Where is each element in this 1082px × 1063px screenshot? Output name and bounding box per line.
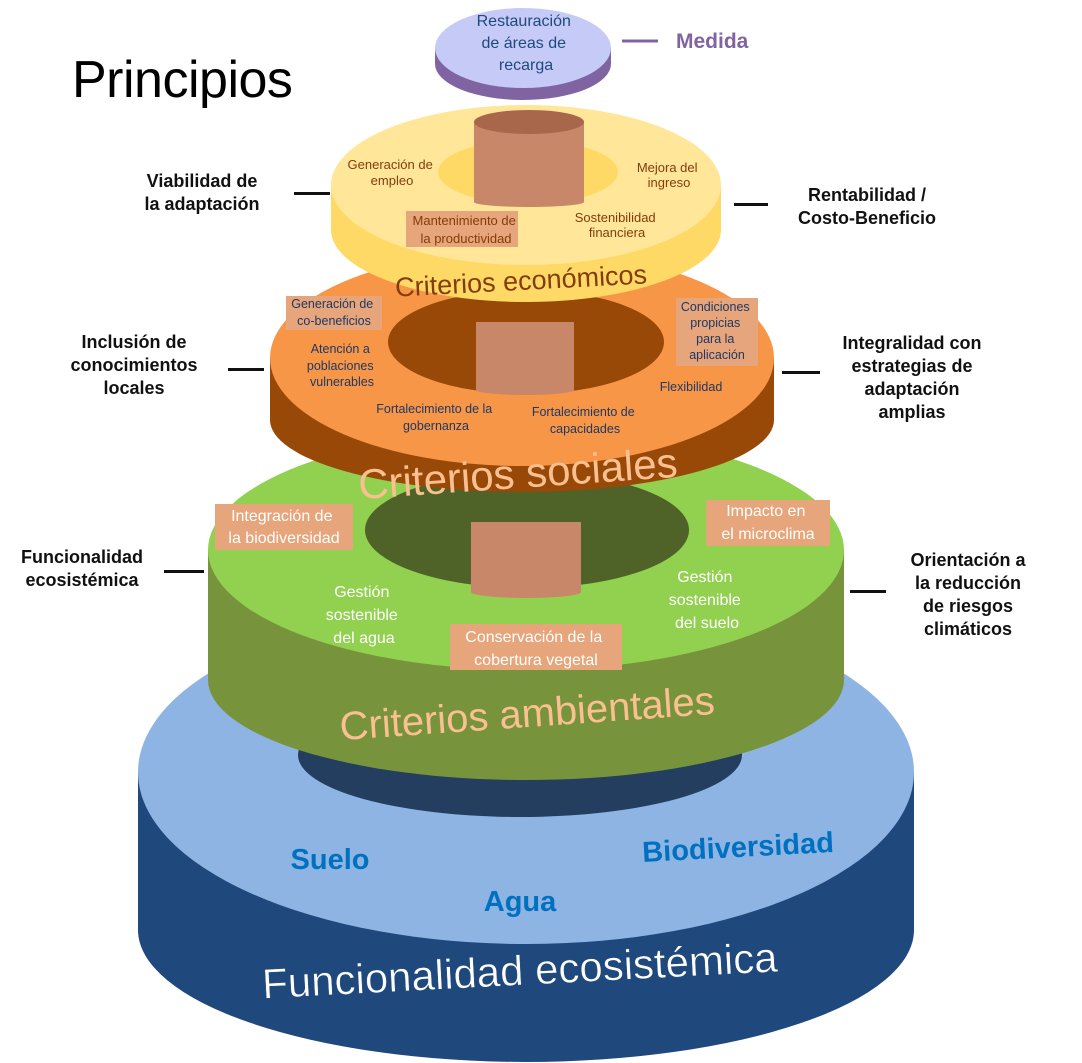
principle-integralidad-line: estrategias de (851, 356, 973, 376)
principle-orientacion-line: la reducción (914, 573, 1022, 593)
env-item-agua: Gestión sostenible del agua (326, 584, 403, 647)
viabilidad-connector (294, 192, 330, 195)
funcionalidad-connector (164, 570, 204, 573)
soc-item-cobeneficios: Generación de co-beneficios (291, 297, 377, 328)
top-disk (435, 8, 611, 100)
medida-label: Medida (676, 30, 749, 53)
env-item-cobertura: Conservación de la cobertura vegetal (465, 629, 606, 669)
social-tier (270, 250, 774, 492)
soc-item-condiciones: Condiciones propicias para la aplicación (681, 300, 753, 362)
principle-integralidad: Integralidad con estrategias de adaptaci… (822, 332, 1002, 424)
inclusion-connector (228, 368, 264, 371)
principle-viabilidad-line: la adaptación (144, 194, 260, 214)
soc-item-capacidades: Fortalecimiento de capacidades (532, 405, 638, 436)
rentabilidad-connector (734, 203, 768, 206)
orientacion-connector (850, 590, 886, 593)
environmental-column-base (471, 586, 581, 598)
economic-column-top (474, 110, 584, 134)
highlight-cobeneficios (286, 296, 382, 330)
page-title: Principios (72, 51, 293, 109)
top-disk-label: Restauración de áreas de recarga (477, 13, 576, 74)
highlight-productividad (406, 211, 518, 247)
item-highlights (215, 211, 830, 670)
social-column-base (476, 385, 574, 395)
economic-column (474, 122, 584, 202)
soc-item-gobernanza: Fortalecimiento de la gobernanza (376, 402, 496, 433)
highlight-condiciones (676, 298, 758, 366)
base-item-agua: Agua (484, 886, 557, 918)
principle-viabilidad: Viabilidad de la adaptación (122, 170, 282, 216)
principle-inclusion-line: conocimientos (70, 355, 198, 375)
social-column (476, 322, 574, 390)
principle-integralidad-line: amplias (878, 402, 946, 422)
highlight-microclima (706, 500, 830, 546)
eco-item-empleo: Generación de empleo (348, 157, 437, 188)
environmental-column (471, 522, 581, 592)
env-item-suelo: Gestión sostenible del suelo (669, 569, 746, 632)
economic-column-base (474, 197, 584, 207)
eco-item-financiera: Sostenibilidad financiera (575, 210, 660, 240)
principle-integralidad-line: adaptación (864, 379, 960, 399)
principle-funcionalidad-line: Funcionalidad (20, 547, 143, 567)
principle-orientacion-line: climáticos (923, 619, 1013, 639)
principle-rentabilidad: Rentabilidad / Costo-Beneficio (776, 184, 958, 230)
integralidad-connector (782, 371, 820, 374)
top-disk-top (435, 8, 611, 88)
eco-item-productividad: Mantenimiento de la productividad (413, 213, 520, 246)
env-item-microclima: Impacto en el microclima (721, 503, 814, 543)
eco-item-ingreso: Mejora del ingreso (637, 160, 701, 190)
base-item-suelo: Suelo (291, 844, 370, 876)
principle-rentabilidad-line: Rentabilidad / (807, 185, 926, 205)
principle-integralidad-line: Integralidad con (842, 333, 982, 353)
principle-orientacion-line: de riesgos (922, 596, 1014, 616)
highlight-cobertura (450, 624, 622, 670)
principle-inclusion-line: Inclusión de (81, 332, 187, 352)
principle-viabilidad-line: Viabilidad de (146, 171, 258, 191)
principle-inclusion: Inclusión de conocimientos locales (54, 331, 214, 400)
soc-item-flexibilidad: Flexibilidad (660, 380, 723, 394)
env-item-biodiversidad: Integración de la biodiversidad (228, 508, 339, 547)
principle-orientacion: Orientación a la reducción de riesgos cl… (888, 549, 1048, 641)
soc-item-vulnerables: Atención a poblaciones vulnerables (307, 342, 377, 389)
principle-funcionalidad: Funcionalidad ecosistémica (4, 546, 160, 592)
highlight-biodiversidad (215, 504, 353, 550)
principle-rentabilidad-line: Costo-Beneficio (797, 208, 936, 228)
principle-funcionalidad-line: ecosistémica (25, 570, 139, 590)
principle-orientacion-line: Orientación a (910, 550, 1026, 570)
principle-inclusion-line: locales (103, 378, 165, 398)
